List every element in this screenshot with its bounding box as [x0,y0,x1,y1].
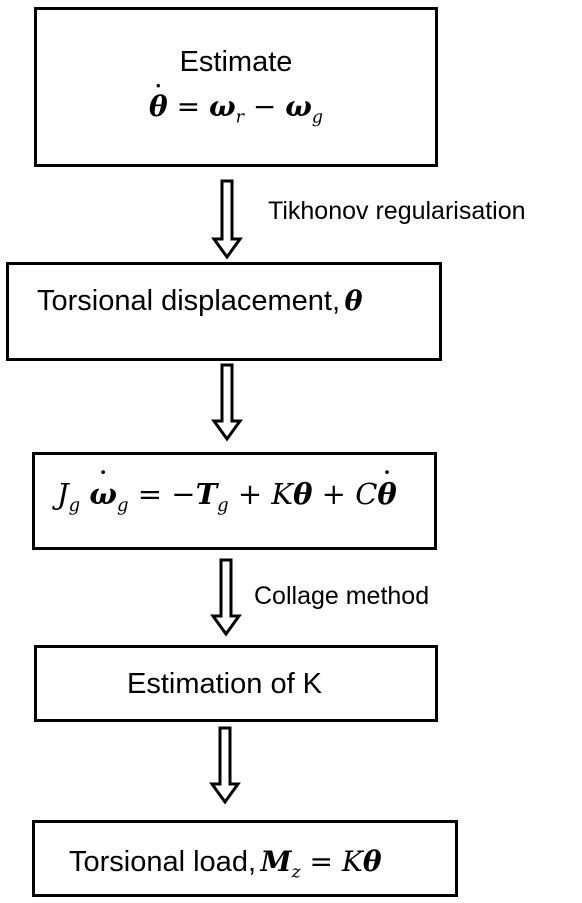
theta-symbol: θ [344,286,363,317]
dynamics-equation-box: Jg ω˙g = −Tg + Kθ + Cθ˙ [32,452,437,550]
theta-dot-symbol-2: θ˙ [377,466,397,511]
theta-dot-symbol: θ˙ [148,79,168,123]
collage-label: Collage method [254,582,430,610]
torsional-load-text: Torsional load, [69,846,256,878]
estimate-box: Estimate θ˙ = ωr − ωg [34,7,438,167]
omega-dot-symbol: ω˙ [89,466,117,511]
down-arrow-2 [211,363,243,442]
torsional-load-box: Torsional load, Mz = Kθ [32,820,458,897]
torsional-displacement-box: Torsional displacement, θ [6,262,442,361]
torsional-load-equation: Mz = Kθ [260,845,382,883]
theta-dot-equation: θ˙ = ωr − ωg [148,79,324,128]
tikhonov-label: Tikhonov regularisation [268,197,526,225]
down-arrow-3 [210,558,242,637]
estimation-of-k-box: Estimation of K [34,645,438,722]
torsional-load-line: Torsional load, Mz = Kθ [69,845,382,883]
torsional-displacement-text: Torsional displacement, [37,285,341,317]
down-arrow-4 [209,726,241,805]
estimation-of-k-text: Estimation of K [127,668,323,700]
estimate-title: Estimate [179,46,293,78]
down-arrow-1 [211,179,243,260]
dynamics-equation: Jg ω˙g = −Tg + Kθ + Cθ˙ [57,466,397,516]
torsional-displacement-line: Torsional displacement, θ [37,285,363,318]
